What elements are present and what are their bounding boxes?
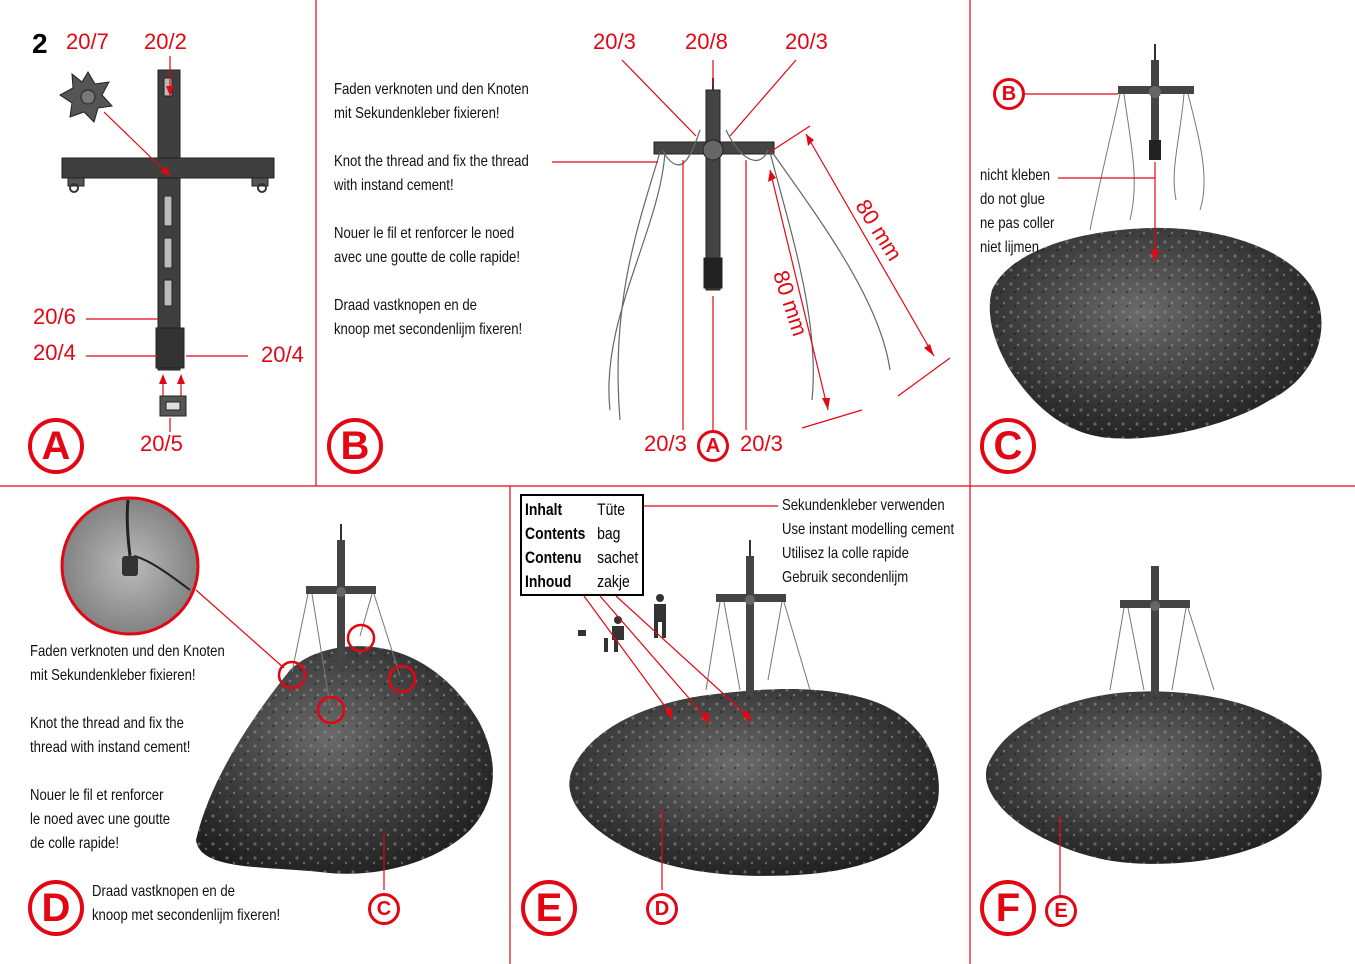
panel-b-instructions: Faden verknoten und den Knoten mit Sekun… [334,81,529,338]
label-20-5: 20/5 [140,431,183,456]
panel-e-cross [716,540,786,696]
panel-d-rock [196,646,493,874]
panel-e-leaders [583,505,778,890]
ref-badge-b: B [993,78,1025,110]
legend-key: Contenu [525,548,582,567]
label-20-6: 20/6 [33,304,76,329]
panel-e-figures [578,594,666,652]
label-20-3-top-left: 20/3 [593,29,636,54]
ref-badge-a: A [697,430,729,462]
panel-d-footer: Draad vastknopen en de knoop met seconde… [92,883,281,924]
label-20-3-bottom-right: 20/3 [740,431,783,456]
panel-e-threads [705,601,811,691]
label-20-7: 20/7 [66,29,109,54]
label-20-3-top-right: 20/3 [785,29,828,54]
panel-d-threads [291,593,401,707]
panel-badge-a: A [28,418,84,474]
label-20-4-right: 20/4 [261,342,304,367]
panel-b-cross [653,78,775,291]
label-20-4-left: 20/4 [33,340,76,365]
panel-c-cross [1118,44,1194,160]
panel-badge-d: D [28,880,84,936]
legend-key: Inhalt [525,500,563,519]
panel-f-threads [1109,607,1215,691]
panel-a-cross [59,69,275,417]
panel-e-instructions: Sekundenkleber verwenden Use instant mod… [782,497,955,586]
legend-value: sachet [597,548,639,567]
panel-d-cross [306,524,376,670]
panel-f-cross [1120,566,1190,696]
panel-badge-f: F [980,880,1036,936]
ref-badge-c: C [368,893,400,925]
panel-badge-b: B [327,418,383,474]
legend-value: Tüte [597,500,626,519]
legend-key: Inhoud [525,572,572,591]
ref-badge-e: E [1045,895,1077,927]
legend-value: bag [597,524,621,543]
panel-d-glue-points [277,623,417,725]
label-20-8: 20/8 [685,29,728,54]
label-20-3-bottom-left: 20/3 [644,431,687,456]
contents-legend: Inhalt Tüte Contents bag Contenu sachet Inh… [520,494,644,596]
legend-value: zakje [597,572,630,591]
panel-a-leaders [86,56,248,432]
panel-d-instructions: Faden verknoten und den Knoten mit Sekun… [30,643,225,852]
ref-badge-d: D [646,893,678,925]
panel-c-rock [989,227,1322,439]
panel-b-leaders [552,59,951,430]
panel-f-rock [985,691,1322,864]
page-number: 2 [32,28,48,59]
legend-key: Contents [525,524,586,543]
panel-badge-e: E [521,880,577,936]
panel-b-threads [608,129,891,421]
panel-d-zoom [60,496,285,669]
panel-badge-c: C [980,418,1036,474]
panel-c-threads [1089,93,1205,231]
label-20-2: 20/2 [144,29,187,54]
panel-e-rock [569,689,939,876]
panel-c-instructions: nicht kleben do not glue ne pas coller n… [980,167,1055,256]
panel-c-leaders [1024,93,1159,262]
